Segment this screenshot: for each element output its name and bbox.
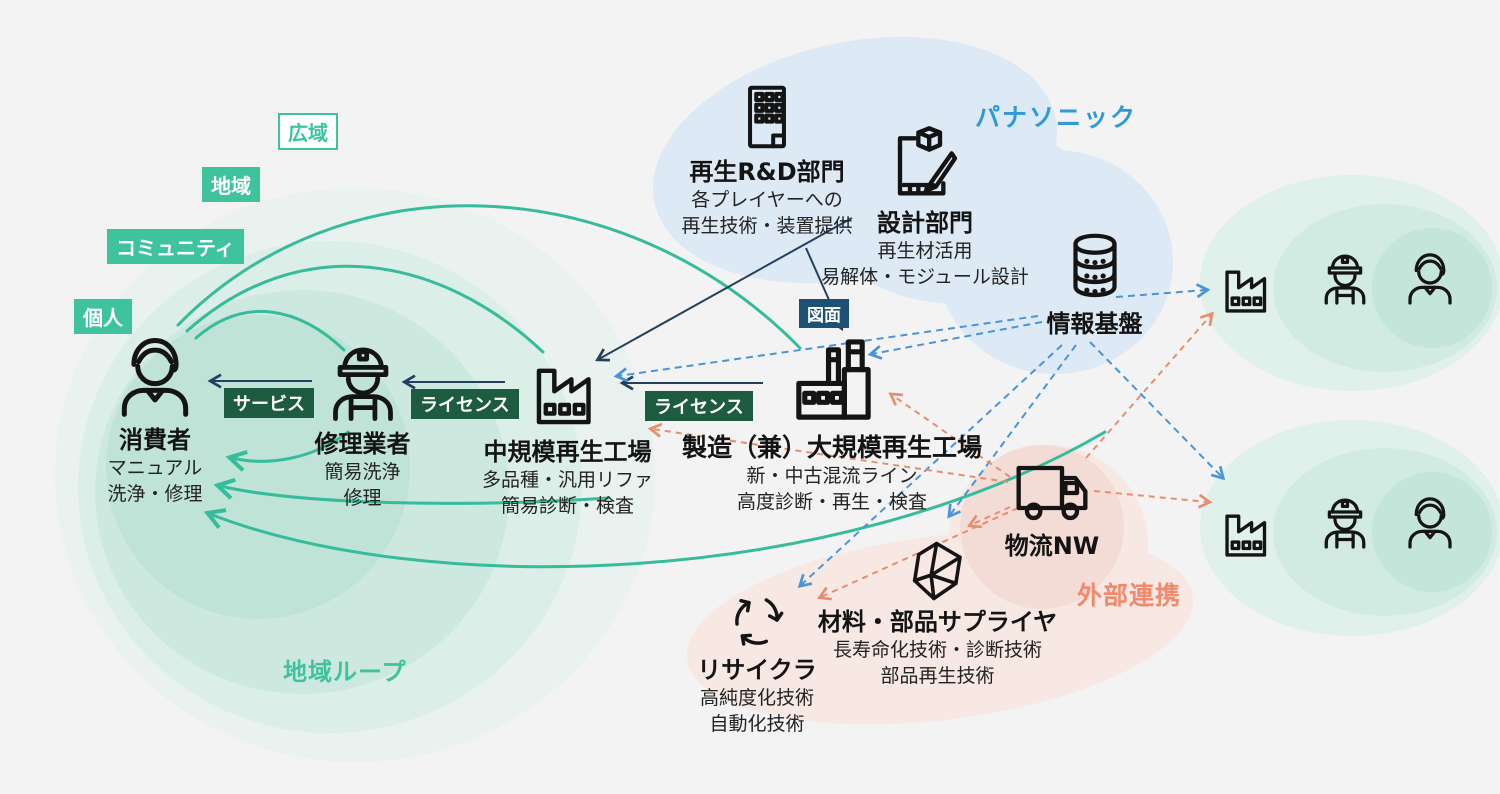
node-caption: 自動化技術: [709, 713, 805, 736]
regional-loop-label: 地域ループ: [283, 658, 407, 686]
office-building-icon: [730, 80, 804, 154]
node-title: 中規模再生工場: [483, 438, 652, 466]
worker-icon: [1315, 492, 1375, 552]
drawing-flow-label: 図面: [799, 299, 849, 328]
node-caption: 簡易診断・検査: [500, 495, 634, 518]
node-caption: 修理: [343, 487, 382, 510]
factory-icon: [1218, 258, 1280, 320]
node-caption: 簡易洗浄: [324, 460, 401, 483]
node-title: 製造（兼）大規模再生工場: [682, 433, 983, 462]
node-title: 修理業者: [314, 430, 411, 458]
node-title: 情報基盤: [1046, 310, 1143, 338]
node-caption: 新・中古混流ライン: [746, 465, 918, 487]
node-mid-factory: 中規模再生工場 多品種・汎用リファ 簡易診断・検査: [450, 352, 685, 519]
node-title: リサイクラ: [697, 656, 817, 684]
loop-label-community: コミュニティ: [107, 229, 244, 264]
node-repairer: 修理業者 簡易洗浄 修理: [270, 338, 455, 511]
recycle-icon: [725, 588, 789, 652]
node-rd-dept: 再生R&D部門 各プレイヤーへの 再生技術・装置提供: [662, 80, 872, 239]
service-flow-label: サービス: [224, 388, 314, 418]
license-flow-label-mid: ライセンス: [411, 389, 519, 419]
node-caption: 易解体・モジュール設計: [821, 266, 1029, 289]
node-caption: 高度診断・再生・検査: [736, 491, 927, 514]
node-caption: 洗浄・修理: [107, 483, 203, 506]
node-title: 再生R&D部門: [689, 158, 845, 186]
blueprint-icon: [885, 125, 965, 205]
factory-icon: [1218, 502, 1280, 564]
node-logistics: 物流NW: [972, 448, 1132, 561]
factory-icon: [527, 352, 609, 434]
person-icon: [1400, 248, 1460, 308]
worker-icon: [1315, 248, 1375, 308]
loop-label-wide: 広域: [278, 113, 338, 150]
node-info-platform: 情報基盤: [1012, 228, 1177, 339]
license-flow-label-large: ライセンス: [645, 391, 753, 421]
node-caption: マニュアル: [107, 456, 203, 479]
large-factory-icon: [785, 334, 880, 429]
database-icon: [1056, 228, 1134, 306]
node-caption: 高純度化技術: [699, 686, 814, 709]
person-icon: [1400, 492, 1460, 552]
truck-icon: [1012, 448, 1092, 528]
polyhedron-icon: [905, 538, 971, 604]
node-supplier: 材料・部品サプライヤ 長寿命化技術・診断技術 部品再生技術: [785, 538, 1090, 689]
loop-label-individual: 個人: [74, 299, 132, 334]
node-caption: 各プレイヤーへの: [691, 188, 843, 211]
node-caption: 多品種・汎用リファ: [481, 468, 653, 491]
worker-icon: [319, 338, 407, 426]
node-consumer: 消費者 マニュアル 洗浄・修理: [60, 330, 250, 507]
node-caption: 部品再生技術: [880, 665, 995, 688]
node-recycler: リサイクラ 高純度化技術 自動化技術: [672, 588, 842, 737]
person-icon: [109, 330, 201, 422]
node-design-dept: 設計部門 再生材活用 易解体・モジュール設計: [815, 125, 1035, 290]
external-collab-label: 外部連携: [1077, 581, 1182, 610]
panasonic-label: パナソニック: [975, 103, 1138, 132]
node-title: 材料・部品サプライヤ: [817, 608, 1058, 636]
node-caption: 再生技術・装置提供: [681, 215, 853, 238]
node-large-factory: 製造（兼）大規模再生工場 新・中古混流ライン 高度診断・再生・検査: [682, 334, 982, 515]
node-title: 消費者: [119, 426, 191, 454]
node-title: 設計部門: [877, 209, 973, 237]
node-title: 物流NW: [1004, 532, 1100, 560]
loop-label-region: 地域: [202, 167, 260, 202]
node-caption: 再生材活用: [877, 239, 973, 262]
node-caption: 長寿命化技術・診断技術: [832, 638, 1042, 661]
